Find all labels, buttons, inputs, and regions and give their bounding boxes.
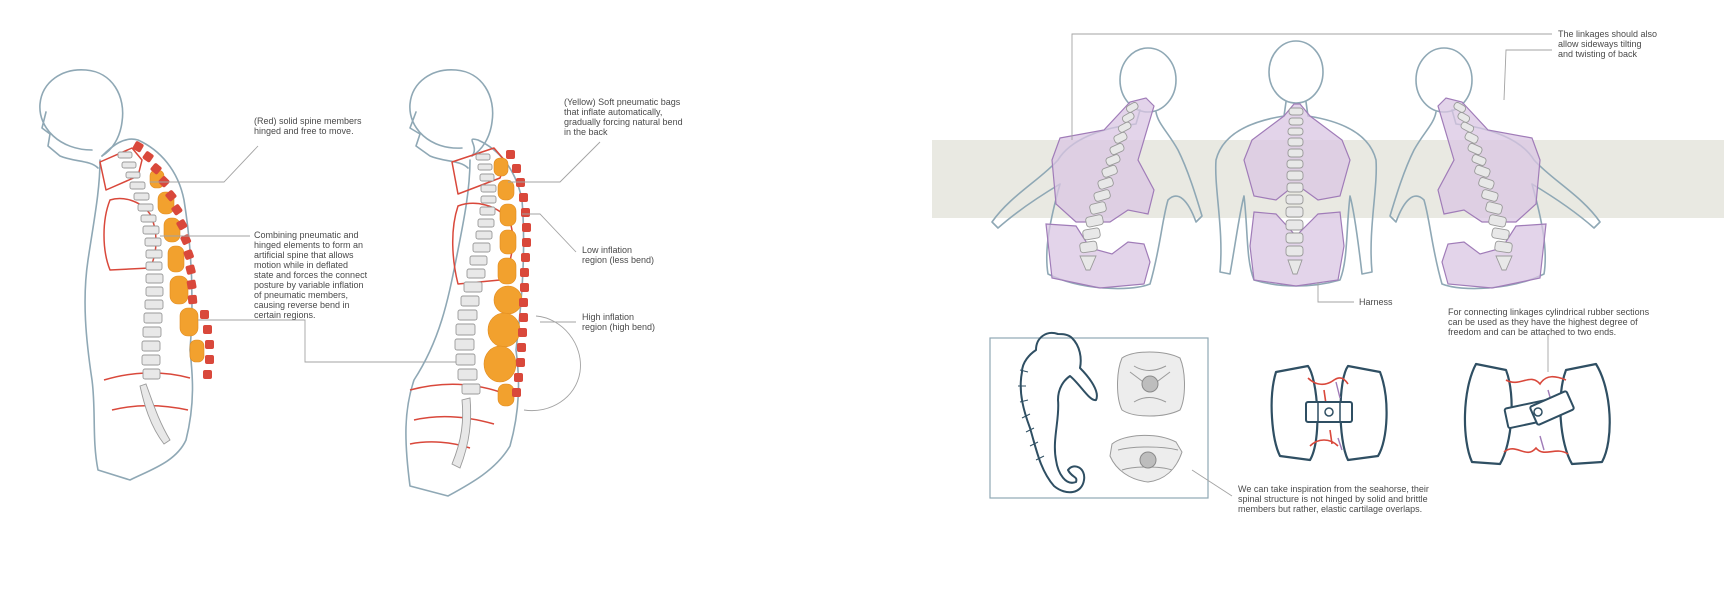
linkage-sketch-twisted xyxy=(1465,364,1610,464)
annotation-red-members: (Red) solid spine members hinged and fre… xyxy=(254,116,362,136)
annotation-rubber-sections: For connecting linkages cylindrical rubb… xyxy=(1448,307,1649,337)
annotation-combining-elements: Combining pneumatic and hinged elements … xyxy=(254,230,367,320)
cartilage-sketch-bottom xyxy=(1110,435,1182,482)
annotation-linkages-tilting: The linkages should also allow sideways … xyxy=(1558,29,1657,59)
annotation-seahorse: We can take inspiration from the seahors… xyxy=(1238,484,1429,514)
seahorse-inspiration-panel xyxy=(990,333,1232,498)
side-profile-figure-deflated xyxy=(40,70,460,480)
cartilage-sketch-top xyxy=(1118,352,1185,416)
spine-vertebrae-curved xyxy=(452,154,496,468)
annotation-harness: Harness xyxy=(1359,297,1393,307)
seahorse-sketch xyxy=(1021,333,1097,492)
pneumatic-bags-inflated xyxy=(484,158,522,406)
linkage-sketch-straight xyxy=(1272,366,1387,460)
annotation-high-inflation: High inflation region (high bend) xyxy=(582,312,655,332)
annotation-yellow-bags: (Yellow) Soft pneumatic bags that inflat… xyxy=(564,97,683,137)
back-vertebrae-center xyxy=(1286,108,1303,274)
annotation-low-inflation: Low inflation region (less bend) xyxy=(582,245,654,265)
